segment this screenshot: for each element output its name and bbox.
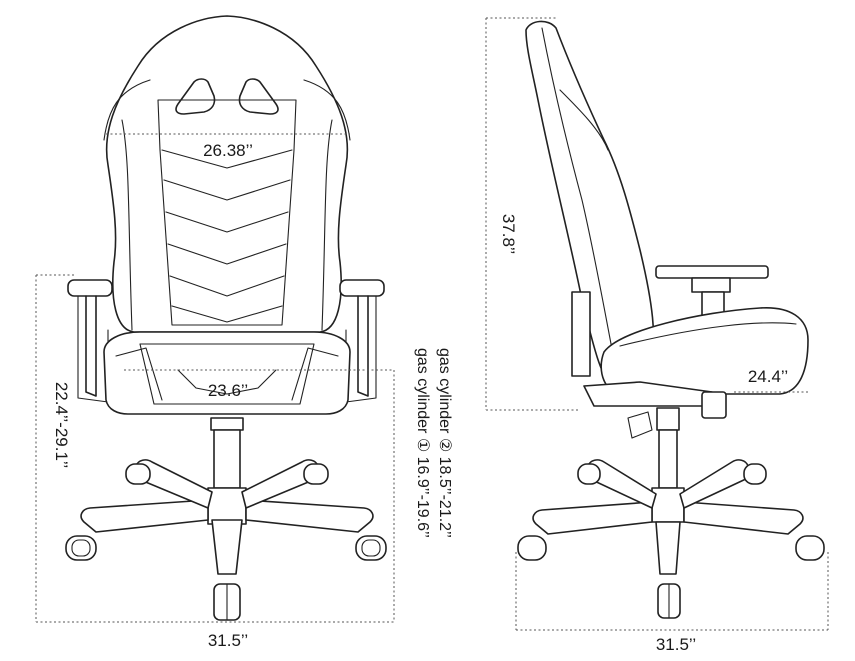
- front-dimension-lines: [35, 133, 395, 623]
- label-seat-depth: 24.4’’: [748, 367, 788, 386]
- side-wheel-right: [795, 535, 825, 561]
- label-back-height: 37.8’’: [499, 214, 518, 254]
- label-gas-cylinder-2: gas cylinder ② 18.5’’-21.2’’: [436, 348, 453, 538]
- front-wheel-back-left: [125, 463, 151, 485]
- side-wheel-center: [657, 583, 681, 619]
- front-view-chair: [65, 15, 387, 621]
- front-wheel-back-right: [303, 463, 329, 485]
- front-wheel-left: [65, 535, 97, 561]
- label-gas-cylinder-1: gas cylinder ① 16.9’’-19.6’’: [414, 348, 431, 538]
- side-wheel-back-right: [743, 463, 767, 485]
- label-front-base-width: 31.5’’: [208, 631, 248, 650]
- label-armrest-height: 22.4’’-29.1’’: [52, 382, 71, 468]
- side-wheel-left: [517, 535, 547, 561]
- side-view-chair: [517, 20, 825, 619]
- front-wheel-center: [213, 583, 241, 621]
- label-side-base-width: 31.5’’: [656, 635, 696, 654]
- front-wheel-right: [355, 535, 387, 561]
- side-wheel-back-left: [577, 463, 601, 485]
- label-backrest-width: 26.38’’: [203, 141, 253, 160]
- label-seat-width: 23.6’’: [208, 381, 248, 400]
- side-dimension-lines: [485, 17, 829, 631]
